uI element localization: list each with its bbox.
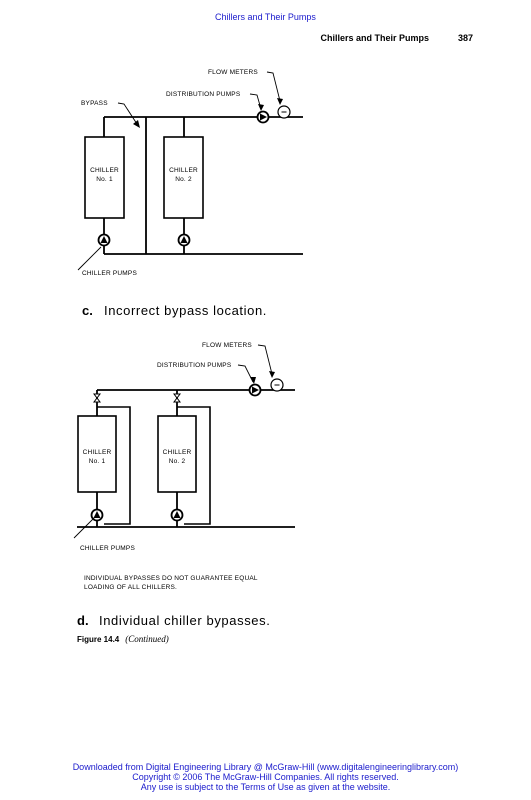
chiller-1-label-line2: No. 1 xyxy=(89,458,106,465)
chiller-pump-icon xyxy=(170,508,184,522)
figure-label: Figure 14.4 (Continued) xyxy=(77,634,169,644)
label-distribution-pumps: DISTRIBUTION PUMPS xyxy=(157,362,232,369)
caption-letter-c: c. xyxy=(82,303,93,318)
arrowheads xyxy=(250,371,275,384)
diagram-c: CHILLER No. 1 CHILLER No. 2 FLOW METERS … xyxy=(77,69,303,318)
note-line-1: INDIVIDUAL BYPASSES DO NOT GUARANTEE EQU… xyxy=(84,575,258,582)
chiller-1-label-line2: No. 1 xyxy=(96,176,113,183)
note-line-2: LOADING OF ALL CHILLERS. xyxy=(84,584,177,591)
footer-download-line[interactable]: Downloaded from Digital Engineering Libr… xyxy=(72,762,459,772)
top-link[interactable]: Chillers and Their Pumps xyxy=(215,12,316,22)
chiller-1-label-line1: CHILLER xyxy=(90,167,119,174)
chiller-2-label-line2: No. 2 xyxy=(169,458,186,465)
footer-terms-line[interactable]: Any use is subject to the Terms of Use a… xyxy=(140,782,391,792)
caption-text-d: Individual chiller bypasses. xyxy=(99,613,270,628)
distribution-pump-icon xyxy=(248,383,262,397)
chiller-2-label-line2: No. 2 xyxy=(175,176,192,183)
chiller-2-box xyxy=(163,136,204,219)
label-flow-meters: FLOW METERS xyxy=(208,69,258,76)
caption-text-c: Incorrect bypass location. xyxy=(104,303,267,318)
page-number: 387 xyxy=(457,33,473,43)
chiller-1-box xyxy=(77,415,117,493)
label-distribution-pumps: DISTRIBUTION PUMPS xyxy=(166,91,241,98)
label-chiller-pumps: CHILLER PUMPS xyxy=(80,545,135,552)
arrowheads xyxy=(133,98,283,128)
chiller-2-label-line1: CHILLER xyxy=(163,449,192,456)
valve-icon xyxy=(93,393,101,403)
diagram-d: CHILLER No. 1 CHILLER No. 2 FLOW METERS … xyxy=(73,342,295,628)
chiller-2-box xyxy=(157,415,197,493)
caption-letter-d: d. xyxy=(77,613,89,628)
chiller-2-label-line1: CHILLER xyxy=(169,167,198,174)
distribution-pump-icon xyxy=(256,110,270,124)
flow-meter-icon xyxy=(277,105,291,119)
chiller-1-box xyxy=(84,136,125,219)
valve-icon xyxy=(173,393,181,403)
figure-continued: (Continued) xyxy=(125,634,169,644)
footer-copyright-line: Copyright © 2006 The McGraw-Hill Compani… xyxy=(132,772,399,782)
chiller-pump-icon xyxy=(97,233,111,247)
figure-number: Figure 14.4 xyxy=(77,635,120,644)
label-flow-meters: FLOW METERS xyxy=(202,342,252,349)
chiller-pump-icon xyxy=(90,508,104,522)
running-header-title: Chillers and Their Pumps xyxy=(320,33,429,43)
chiller-1-label-line1: CHILLER xyxy=(83,449,112,456)
flow-meter-icon xyxy=(270,378,284,392)
label-chiller-pumps: CHILLER PUMPS xyxy=(82,270,137,277)
chiller-pump-icon xyxy=(177,233,191,247)
label-bypass: BYPASS xyxy=(81,100,108,107)
